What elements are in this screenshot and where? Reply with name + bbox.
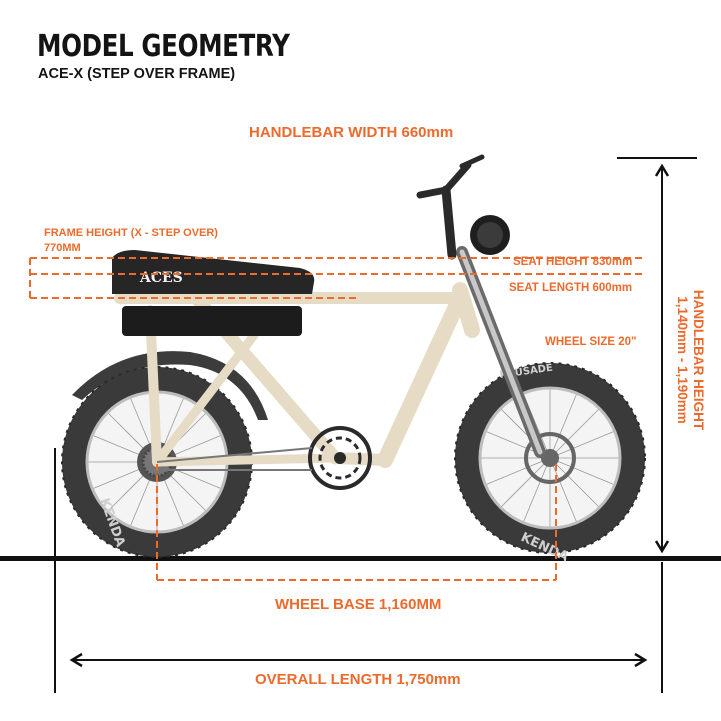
ground-line xyxy=(0,556,721,561)
overall-length-dimension xyxy=(54,448,663,693)
page-subtitle: ACE-X (STEP OVER FRAME) xyxy=(38,66,236,82)
wheel-base-label: WHEEL BASE 1,160MM xyxy=(275,596,442,613)
handlebar xyxy=(416,154,485,260)
seat xyxy=(112,250,315,294)
headlight xyxy=(470,215,510,255)
front-wheel xyxy=(454,362,646,554)
handlebar-height-dimension xyxy=(617,157,697,554)
chainring xyxy=(156,426,372,490)
front-fork xyxy=(456,246,546,458)
handlebar-height-value: 1,140mm - 1,190mm xyxy=(675,296,690,424)
handlebar-height-title: HANDLEBAR HEIGHT xyxy=(691,289,706,431)
battery xyxy=(122,306,302,336)
handlebar-width-label: HANDLEBAR WIDTH 660mm xyxy=(249,124,454,141)
frame-height-value: 770MM xyxy=(44,242,81,254)
seat-length-label: SEAT LENGTH 600mm xyxy=(509,282,633,294)
wheel-size-label: WHEEL SIZE 20" xyxy=(545,336,637,348)
dimension-lines xyxy=(29,257,645,581)
frame-height-label: FRAME HEIGHT (X - STEP OVER) xyxy=(44,227,218,239)
seat-logo: ACES xyxy=(139,270,183,286)
seat-height-label: SEAT HEIGHT 830mm xyxy=(513,256,633,268)
overall-length-label: OVERALL LENGTH 1,750mm xyxy=(255,671,461,688)
page-title: MODEL GEOMETRY xyxy=(37,29,290,64)
rear-fender xyxy=(72,351,268,420)
handlebar-height-label: HANDLEBAR HEIGHT 1,140mm - 1,190mm xyxy=(674,290,706,430)
